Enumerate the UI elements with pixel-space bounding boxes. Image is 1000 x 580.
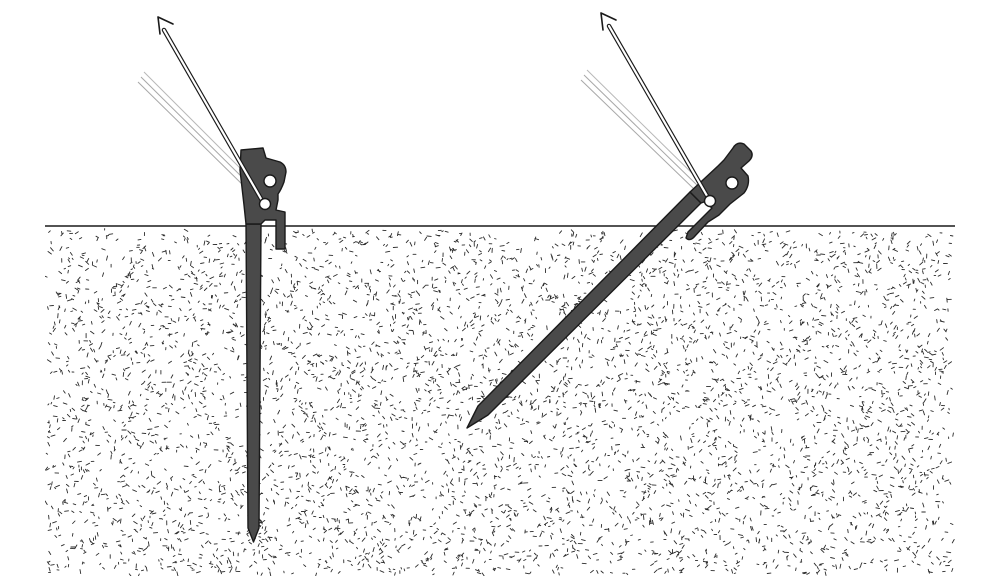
stake-head <box>685 142 753 241</box>
guyline-motion-lines <box>137 71 255 191</box>
angled-stake <box>466 12 753 429</box>
vertical-stake <box>137 16 287 543</box>
soil-speckle-texture <box>45 226 955 576</box>
guyline-rope <box>161 27 272 211</box>
soil-speckles <box>45 226 955 576</box>
arrow-up-left-icon <box>600 12 617 31</box>
arrow-up-left-icon <box>157 16 174 35</box>
stake-shaft <box>245 223 262 543</box>
guyline-motion-lines <box>580 69 702 191</box>
stake-eyelet <box>725 176 739 190</box>
guyline-rope <box>606 23 717 208</box>
stake-eyelet <box>263 174 277 188</box>
